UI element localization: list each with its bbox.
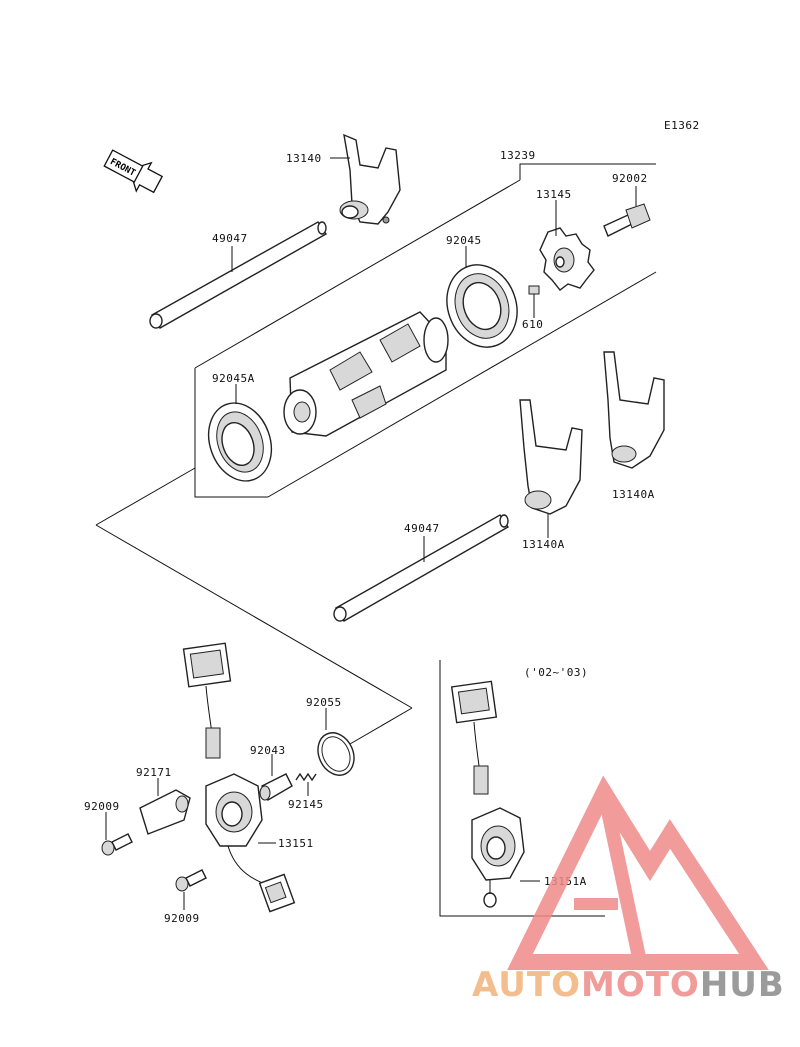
shift-fork-13140 [339, 133, 401, 225]
label-13239: 13239 [500, 149, 536, 162]
shift-fork-13140A-right [603, 351, 665, 469]
label-13145: 13145 [536, 188, 572, 201]
label-92009-top: 92009 [84, 800, 120, 813]
bolt-92009-bottom [175, 869, 207, 892]
gear-position-switch-13151A [450, 680, 525, 908]
bolt-92009-top [101, 833, 133, 856]
variant-note: ('02~'03) [524, 666, 588, 679]
logo-text-moto: MOTO [581, 965, 700, 1005]
star-wheel-13145 [539, 227, 595, 291]
label-13140A-right: 13140A [612, 488, 655, 501]
label-92145: 92145 [288, 798, 324, 811]
label-49047-top: 49047 [212, 232, 248, 245]
label-92055: 92055 [306, 696, 342, 709]
pin-610 [528, 285, 540, 295]
shift-drum [283, 311, 449, 437]
bearing-92045 [446, 264, 518, 348]
front-arrow-icon: FRONT [103, 149, 164, 194]
label-610: 610 [522, 318, 543, 331]
label-92045A: 92045A [212, 372, 255, 385]
bearing-92045A [207, 402, 273, 482]
holder-92171 [139, 789, 191, 835]
label-13140A-mid: 13140A [522, 538, 565, 551]
label-92009-bottom: 92009 [164, 912, 200, 925]
spring-92145 [295, 772, 317, 782]
shift-fork-13140A-middle [519, 399, 583, 515]
label-13151: 13151 [278, 837, 314, 850]
svg-text:AUTOMOTOHUB: AUTOMOTOHUB [472, 965, 785, 1005]
diagram-code: E1362 [664, 119, 700, 132]
label-49047-bottom: 49047 [404, 522, 440, 535]
contact-92043 [259, 773, 293, 802]
logo-text-auto: AUTO [472, 965, 581, 1005]
gear-position-switch-13151 [182, 642, 296, 913]
logo-text-hub: HUB [700, 965, 785, 1005]
label-92045: 92045 [446, 234, 482, 247]
label-13140: 13140 [286, 152, 322, 165]
label-92002: 92002 [612, 172, 648, 185]
label-92043: 92043 [250, 744, 286, 757]
shift-rod-49047-bottom [333, 514, 509, 622]
label-92171: 92171 [136, 766, 172, 779]
automotohub-logo: AUTOMOTOHUB [472, 775, 785, 1005]
shift-rod-49047-top [149, 221, 328, 329]
bolt-92002 [603, 203, 651, 237]
